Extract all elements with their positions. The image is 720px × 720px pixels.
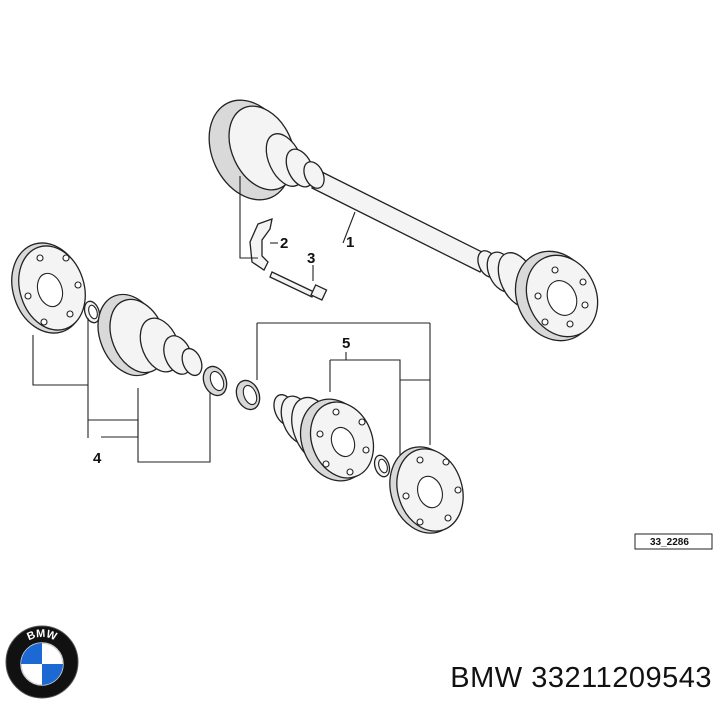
callout-inner-kit: 4 — [93, 450, 102, 467]
inner-circlip — [83, 300, 101, 324]
bmw-logo: BMW — [5, 625, 79, 699]
reference-code: 33_2286 — [650, 537, 689, 548]
bolt — [269, 271, 328, 301]
caption-manufacturer: BMW — [450, 662, 523, 694]
logo-quadrant-blue-top — [21, 643, 42, 664]
callout-lock-plate: 2 — [280, 235, 288, 252]
reference-code-box: 33_2286 — [634, 533, 713, 550]
callout-shaft: 1 — [346, 234, 354, 251]
inner-clamp — [202, 365, 228, 397]
outer-clamp — [235, 379, 261, 411]
outer-boot — [273, 394, 375, 482]
inner-flange — [11, 242, 86, 334]
drive-shaft — [208, 99, 599, 342]
leader-lines — [32, 176, 431, 463]
part-caption: BMW 33211209543 — [360, 662, 712, 695]
caption-part-number: 33211209543 — [531, 662, 712, 694]
inner-boot — [97, 293, 203, 377]
outer-flange — [389, 446, 464, 534]
logo-letters: BMW — [25, 628, 59, 643]
outer-circlip — [373, 454, 391, 478]
callout-outer-kit: 5 — [342, 335, 350, 352]
logo-quadrant-blue-bottom — [42, 664, 63, 685]
lock-plate — [249, 218, 273, 271]
callout-bolt: 3 — [307, 250, 315, 267]
